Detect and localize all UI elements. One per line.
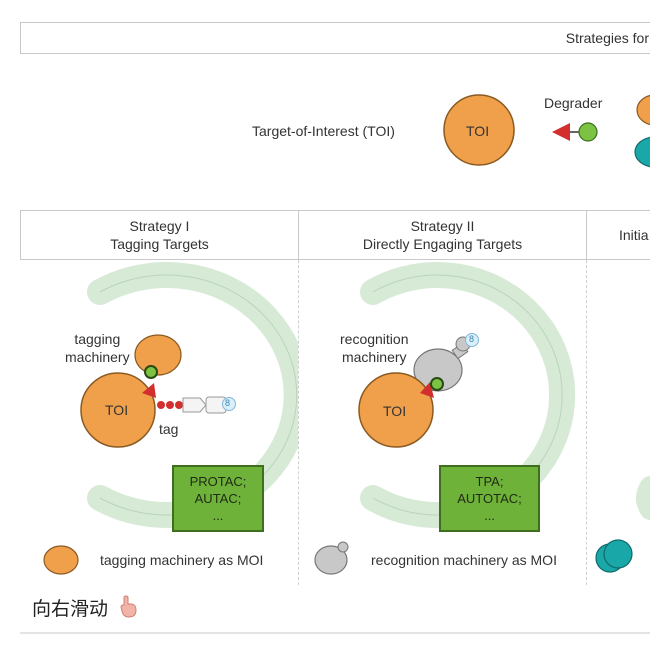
tagging-machinery-icon [134, 334, 182, 376]
strategy-1-warhead-icon [142, 383, 156, 398]
strategy-1-badge-text: 8 [225, 398, 231, 408]
tagging-machinery-line1: tagging [74, 331, 121, 347]
tag-label: tag [159, 421, 179, 437]
strategy-1-subtitle: Tagging Targets [110, 236, 209, 252]
degrader-label: Degrader [544, 95, 603, 111]
strategy-3-header: Initia [586, 210, 650, 260]
pointing-hand-icon [117, 595, 139, 625]
bottom-divider [20, 632, 650, 634]
strategy-2-subtitle: Directly Engaging Targets [362, 236, 523, 252]
strategy-2-illustration [314, 262, 576, 575]
strategy-2-legend-knob [337, 541, 349, 553]
column-divider-1 [298, 260, 299, 585]
strategy-3-legend-icon-front [603, 539, 633, 569]
toi-text: TOI [466, 123, 490, 139]
title-bar: Strategies for [20, 22, 650, 54]
strategy-1-box-line1: PROTAC; [189, 474, 247, 489]
strategy-3-arc [636, 476, 650, 520]
strategy-2-box-line2: AUTOTAC; [457, 491, 522, 506]
recognition-machinery-icon [413, 348, 463, 392]
degrader-warhead-icon [552, 123, 570, 141]
strategy-2-toi-circle [358, 372, 434, 448]
tag-connector-icon [182, 397, 207, 413]
strategy-1-examples-box: PROTAC; AUTAC; ... [172, 465, 264, 532]
strategy-1-toi-text: TOI [105, 402, 129, 418]
strategy-2-title: Strategy II [410, 218, 475, 234]
degrader-ligand-icon [578, 122, 598, 142]
strategy-2-legend-icon [314, 545, 348, 575]
tag-bead-1 [157, 401, 165, 409]
swipe-hint[interactable]: 向右滑动 [32, 594, 139, 625]
strategy-1-legend-label: tagging machinery as MOI [100, 552, 264, 568]
tag-badge-icon [222, 397, 236, 411]
diagram-title: Strategies for [565, 30, 649, 46]
strategy-1-box-line3: ... [212, 508, 224, 523]
teal-machinery-icon [634, 136, 650, 168]
strategy-2-legend-label: recognition machinery as MOI [371, 552, 557, 568]
strategy-2-box-line1: TPA; [475, 474, 504, 489]
strategy-3-illustration [595, 476, 650, 573]
tagging-machinery-line2: machinery [65, 349, 130, 365]
swipe-text: 向右滑动 [32, 599, 109, 620]
column-divider-2 [586, 260, 587, 585]
recognition-machinery-line2: machinery [341, 349, 407, 365]
strategy-2-badge-icon [465, 333, 479, 347]
strategy-2-header: Strategy II Directly Engaging Targets [298, 210, 586, 260]
orange-machinery-icon [636, 94, 650, 126]
top-illustration [443, 94, 650, 168]
strategy-2-badge-text: 8 [469, 334, 475, 344]
recognition-machinery-line1: recognition [340, 331, 409, 347]
toi-label: Target-of-Interest (TOI) [252, 123, 395, 139]
tagging-machinery-label: tagging machinery [65, 330, 130, 366]
strategy-1-box-line2: AUTAC; [194, 491, 242, 506]
strategy-1-toi-circle [80, 372, 156, 448]
strategy-1-ligand-icon [144, 365, 158, 379]
strategy-2-examples-box: TPA; AUTOTAC; ... [439, 465, 540, 532]
recognition-machinery-label: recognition machinery [340, 330, 409, 366]
strategy-1-title: Strategy I [129, 218, 190, 234]
strategy-1-header: Strategy I Tagging Targets [20, 210, 298, 260]
strategy-2-box-line3: ... [484, 508, 495, 523]
tag-bead-3 [175, 401, 183, 409]
tag-bead-2 [166, 401, 174, 409]
strategy-2-toi-text: TOI [383, 403, 407, 419]
strategy-1-legend-icon [43, 545, 79, 575]
toi-circle [443, 94, 515, 166]
strategy-3-title: Initia [619, 227, 649, 243]
strategy-2-ligand-icon [430, 377, 444, 391]
